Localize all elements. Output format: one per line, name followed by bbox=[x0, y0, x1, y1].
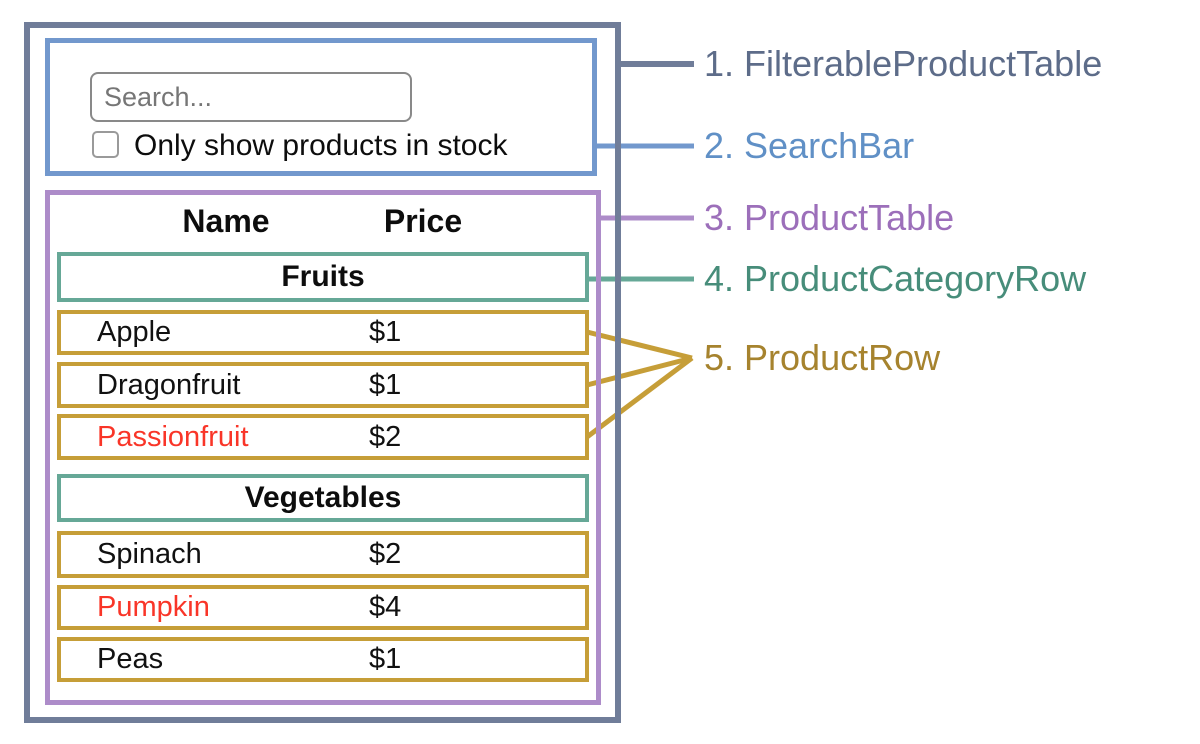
label-product-table: 3. ProductTable bbox=[704, 197, 955, 238]
filterable-product-table-box bbox=[24, 22, 621, 723]
label-search-bar: 2. SearchBar bbox=[704, 125, 915, 166]
category-label: Fruits bbox=[281, 260, 365, 293]
product-name: Peas bbox=[97, 643, 164, 675]
product-row-spinach: Spinach $2 bbox=[57, 531, 589, 578]
label-product-row: 5. ProductRow bbox=[704, 337, 941, 378]
product-name: Apple bbox=[97, 316, 172, 348]
product-name: Passionfruit bbox=[97, 420, 249, 453]
product-row-dragonfruit: Dragonfruit $1 bbox=[57, 362, 589, 408]
column-header-name: Name bbox=[182, 203, 270, 239]
category-row-vegetables: Vegetables bbox=[57, 474, 589, 522]
product-name: Spinach bbox=[97, 538, 202, 570]
product-table-box bbox=[45, 190, 601, 705]
product-price: $2 bbox=[369, 538, 402, 570]
product-price: $1 bbox=[369, 316, 402, 348]
label-product-category-row: 4. ProductCategoryRow bbox=[704, 258, 1087, 299]
column-header-price: Price bbox=[383, 203, 463, 239]
search-bar-box bbox=[45, 38, 597, 176]
search-input[interactable] bbox=[90, 72, 412, 122]
product-price: $4 bbox=[369, 591, 402, 623]
product-name: Pumpkin bbox=[97, 591, 210, 623]
product-row-apple: Apple $1 bbox=[57, 310, 589, 355]
product-price: $2 bbox=[369, 420, 402, 453]
category-row-fruits: Fruits bbox=[57, 252, 589, 302]
product-row-passionfruit: Passionfruit $2 bbox=[57, 414, 589, 460]
in-stock-checkbox[interactable] bbox=[92, 131, 119, 158]
product-price: $1 bbox=[369, 368, 402, 401]
label-filterable-product-table: 1. FilterableProductTable bbox=[704, 43, 1103, 84]
in-stock-checkbox-label: Only show products in stock bbox=[134, 129, 508, 162]
category-label: Vegetables bbox=[244, 481, 402, 514]
product-price: $1 bbox=[369, 643, 402, 675]
product-row-pumpkin: Pumpkin $4 bbox=[57, 585, 589, 630]
product-name: Dragonfruit bbox=[97, 368, 241, 401]
product-row-peas: Peas $1 bbox=[57, 637, 589, 682]
